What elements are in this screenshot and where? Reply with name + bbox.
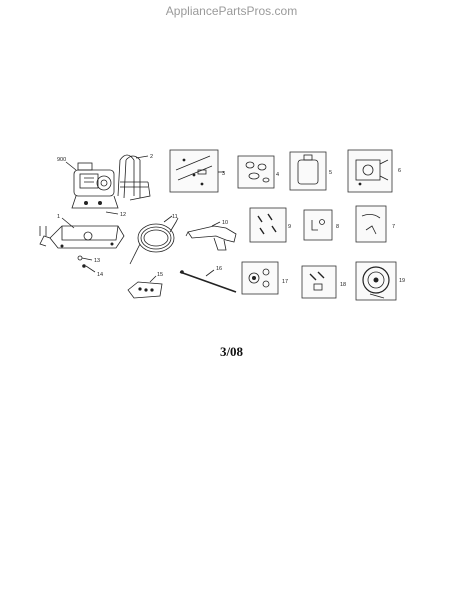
frame-part[interactable] <box>39 225 125 249</box>
label-17: 17 <box>282 279 288 285</box>
label-7: 7 <box>392 224 395 230</box>
engine-part[interactable] <box>71 162 119 209</box>
label-19: 19 <box>399 278 405 284</box>
handle-part[interactable] <box>117 154 151 201</box>
nut-part[interactable] <box>82 264 86 268</box>
label-1: 1 <box>57 214 60 220</box>
part-3-box[interactable] <box>169 149 219 193</box>
label-3: 3 <box>222 171 225 177</box>
hose-part[interactable] <box>129 217 179 265</box>
label-5: 5 <box>329 170 332 176</box>
label-13: 13 <box>94 258 100 264</box>
watermark-text: AppliancePartsPros.com <box>165 4 298 18</box>
label-16: 16 <box>216 266 222 272</box>
part-8-box[interactable] <box>303 209 333 241</box>
washer-part[interactable] <box>77 255 83 261</box>
date-code: 3/08 <box>219 344 244 359</box>
label-4: 4 <box>276 172 279 178</box>
label-6: 6 <box>398 168 401 174</box>
part-9-box[interactable] <box>249 207 287 243</box>
part-4-box[interactable] <box>237 155 275 189</box>
part-18-box[interactable] <box>301 265 337 299</box>
label-9: 9 <box>288 224 291 230</box>
label-900: 900 <box>57 157 66 163</box>
wand-part[interactable] <box>179 270 237 293</box>
wheel-part-box[interactable] <box>355 261 397 301</box>
label-11: 11 <box>172 214 178 220</box>
label-14: 14 <box>97 272 103 278</box>
part-5-box[interactable] <box>289 151 327 191</box>
label-15: 15 <box>157 272 163 278</box>
part-17-box[interactable] <box>241 261 279 295</box>
spray-gun-part[interactable] <box>185 225 237 251</box>
part-7-box[interactable] <box>355 205 387 243</box>
label-12: 12 <box>120 212 126 218</box>
label-8: 8 <box>336 224 339 230</box>
nozzle-kit-part[interactable] <box>127 281 163 299</box>
label-10: 10 <box>222 220 228 226</box>
part-6-box[interactable] <box>347 149 393 193</box>
label-18: 18 <box>340 282 346 288</box>
label-2: 2 <box>150 154 153 160</box>
